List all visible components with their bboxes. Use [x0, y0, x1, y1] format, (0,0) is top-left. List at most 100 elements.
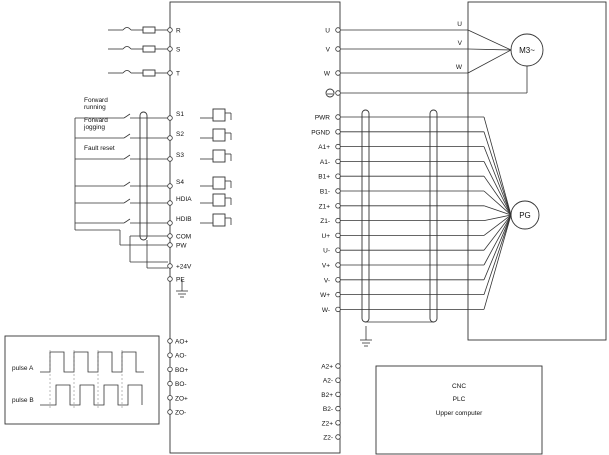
controller-box: [375, 365, 543, 455]
switch-contact: [122, 70, 132, 74]
input-terminal: [167, 135, 173, 141]
pulse-input-label-b2-minus: B2-: [323, 406, 333, 413]
encoder-wire: [483, 214, 512, 236]
encoder-terminal-label-v-minus: V-: [324, 277, 330, 284]
pulse-output-label-ao-plus: AO+: [175, 339, 188, 346]
encoder-cable-shield: [361, 109, 370, 323]
optocoupler-icon: [212, 149, 226, 163]
switch-contact: [123, 113, 131, 119]
power-terminal: [167, 27, 173, 33]
pulse-a-waveform: [40, 351, 144, 373]
pulse-output-label-zo-minus: ZO-: [175, 410, 186, 417]
encoder-terminal: [335, 291, 341, 298]
controller-line-upper-computer: Upper computer: [436, 410, 483, 417]
pulse-input-terminal: [335, 377, 341, 383]
pulse-input-label-z2-minus: Z2-: [323, 435, 333, 442]
pulse-input-label-z2-plus: Z2+: [322, 420, 334, 427]
switch-contact: [122, 46, 132, 50]
encoder-terminal-label-pwr: PWR: [315, 115, 330, 122]
input-terminal-label-hdib: HDIB: [176, 216, 192, 223]
input-terminal-label-s2: S2: [176, 131, 184, 138]
motor-wire: [467, 29, 512, 51]
optocoupler-icon: [212, 108, 226, 122]
switch-contact: [123, 133, 131, 139]
input-label: jogging: [83, 124, 105, 131]
motor-label: M3~: [519, 46, 535, 55]
pulse-b-label: pulse B: [12, 397, 34, 404]
encoder-terminal: [335, 277, 341, 283]
ground-icon: [176, 280, 188, 298]
encoder-terminal: [335, 173, 341, 179]
pulse-output-label-bo-plus: BO+: [175, 367, 188, 374]
pulse-output-label-bo-minus: BO-: [175, 381, 187, 388]
power-terminal: [167, 46, 173, 52]
encoder-wire: [483, 214, 512, 221]
power-terminal-label-s: S: [176, 47, 181, 54]
encoder-wire: [483, 214, 512, 295]
pulse-input-terminal: [335, 434, 341, 440]
motor-frame: [467, 1, 607, 341]
input-terminal: [167, 200, 173, 206]
common-terminal: [167, 263, 173, 269]
common-terminal-label--plus24v: +24V: [176, 264, 192, 271]
pulse-input-label-a2-plus: A2+: [321, 364, 333, 371]
power-terminal-label-r: R: [176, 28, 181, 35]
switch-contact: [123, 218, 131, 224]
pulse-output-terminal: [167, 366, 173, 373]
common-terminal-label-pw: PW: [176, 243, 187, 250]
motor-terminal-label-w: W: [456, 64, 463, 71]
switch-contact: [123, 181, 131, 187]
input-terminal: [167, 115, 173, 121]
input-label: Forward: [84, 117, 108, 124]
pulse-output-terminal: [167, 380, 173, 387]
input-label: Forward: [84, 97, 108, 104]
pulse-output-terminal: [167, 338, 173, 344]
power-terminal-label-t: T: [176, 71, 180, 78]
encoder-terminal-label-b1-minus: B1-: [320, 189, 330, 196]
encoder-terminal: [335, 143, 341, 150]
pulse-input-terminal: [335, 405, 341, 412]
encoder-wire: [483, 214, 512, 280]
pulse-output-terminal: [167, 409, 173, 415]
shield-cable: [139, 111, 148, 241]
encoder-terminal: [335, 262, 341, 268]
common-terminal: [167, 276, 173, 282]
encoder-wire: [483, 161, 512, 216]
input-label: Fault reset: [84, 145, 115, 152]
pulse-output-label-ao-minus: AO-: [175, 353, 187, 360]
motor-wire: [467, 49, 512, 74]
ground-terminal: [335, 90, 341, 96]
output-terminal-label-w: W: [324, 71, 331, 78]
ground-icon: [360, 326, 372, 347]
common-terminal-label-com: COM: [176, 234, 191, 241]
encoder-terminal: [335, 232, 341, 239]
pulse-input-terminal: [335, 363, 341, 369]
output-terminal: [335, 27, 341, 33]
pulse-panel: [4, 335, 160, 425]
optocoupler-icon: [212, 213, 226, 227]
encoder-terminal-label-a1-minus: A1-: [320, 159, 330, 166]
encoder-wire: [483, 214, 512, 310]
encoder-terminal-label-a1-plus: A1+: [318, 144, 330, 151]
output-terminal: [335, 70, 341, 76]
encoder-wire: [483, 116, 512, 216]
encoder-terminal-label-b1-plus: B1+: [318, 174, 330, 181]
input-terminal-label-s4: S4: [176, 179, 184, 186]
encoder-wire: [483, 205, 512, 216]
optocoupler-icon: [212, 193, 226, 207]
pulse-a-label: pulse A: [12, 365, 34, 372]
generated-elements: RSTUUVVWWS1ForwardrunningS2Forwardjoggin…: [40, 21, 528, 442]
encoder-terminal-label-z1-plus: Z1+: [319, 203, 331, 210]
encoder-terminal: [335, 203, 341, 209]
fuse-icon: [142, 45, 156, 53]
pulse-output-label-zo-plus: ZO+: [175, 395, 188, 402]
encoder-cable-shield: [429, 109, 438, 323]
controller-line-cnc: CNC: [452, 383, 466, 390]
pulse-input-terminal: [335, 391, 341, 398]
output-terminal: [335, 46, 341, 52]
encoder-terminal: [335, 129, 341, 135]
input-terminal: [167, 183, 173, 189]
optocoupler-icon: [212, 176, 226, 190]
encoder-terminal: [335, 158, 341, 165]
common-terminal: [167, 233, 173, 239]
